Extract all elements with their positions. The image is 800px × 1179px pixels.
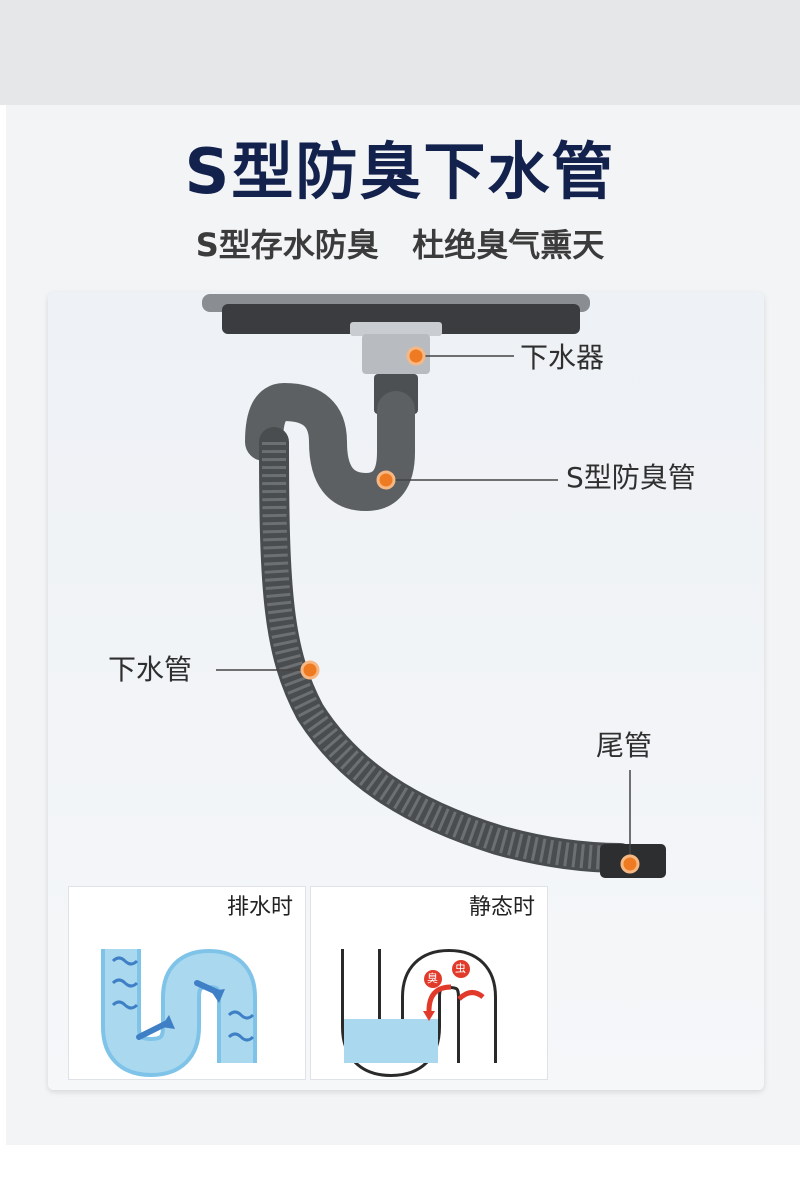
static-caption: 静态时: [468, 895, 535, 920]
drain-assembly-illustration: [202, 294, 666, 878]
sink-bottom: [202, 294, 590, 334]
callout-s-trap: S型防臭管: [566, 461, 696, 494]
static-illustration: 静态时 臭 虫: [310, 886, 548, 1080]
page-subtitle: S型存水防臭 杜绝臭气熏天: [195, 226, 605, 264]
odor-badge: [424, 970, 442, 988]
page-title: S型防臭下水管: [184, 135, 616, 208]
callout-drainer: 下水器: [520, 341, 605, 374]
marker-dot: [620, 854, 640, 874]
odor-badge-label: 臭: [427, 972, 438, 985]
bug-badge-label: 虫: [455, 962, 466, 975]
marker-dot: [300, 660, 320, 680]
bug-badge: [452, 960, 470, 978]
marker-dot: [406, 346, 426, 366]
marker-dot: [376, 470, 396, 490]
draining-trap-icon: [101, 948, 257, 1078]
draining-caption: 排水时: [226, 895, 293, 920]
callout-drain-pipe: 下水管: [108, 653, 193, 686]
draining-illustration: 排水时: [68, 886, 306, 1080]
top-band: [0, 0, 800, 105]
static-trap-icon: [341, 948, 497, 1078]
product-diagram-panel: 下水器 S型防臭管 下水管 尾管 排水时 静态时 臭 虫: [48, 292, 764, 1090]
left-strip: [0, 105, 6, 1145]
bottom-band: [0, 1145, 800, 1179]
drain-hose: [259, 427, 635, 873]
callout-tail-pipe: 尾管: [596, 729, 653, 762]
